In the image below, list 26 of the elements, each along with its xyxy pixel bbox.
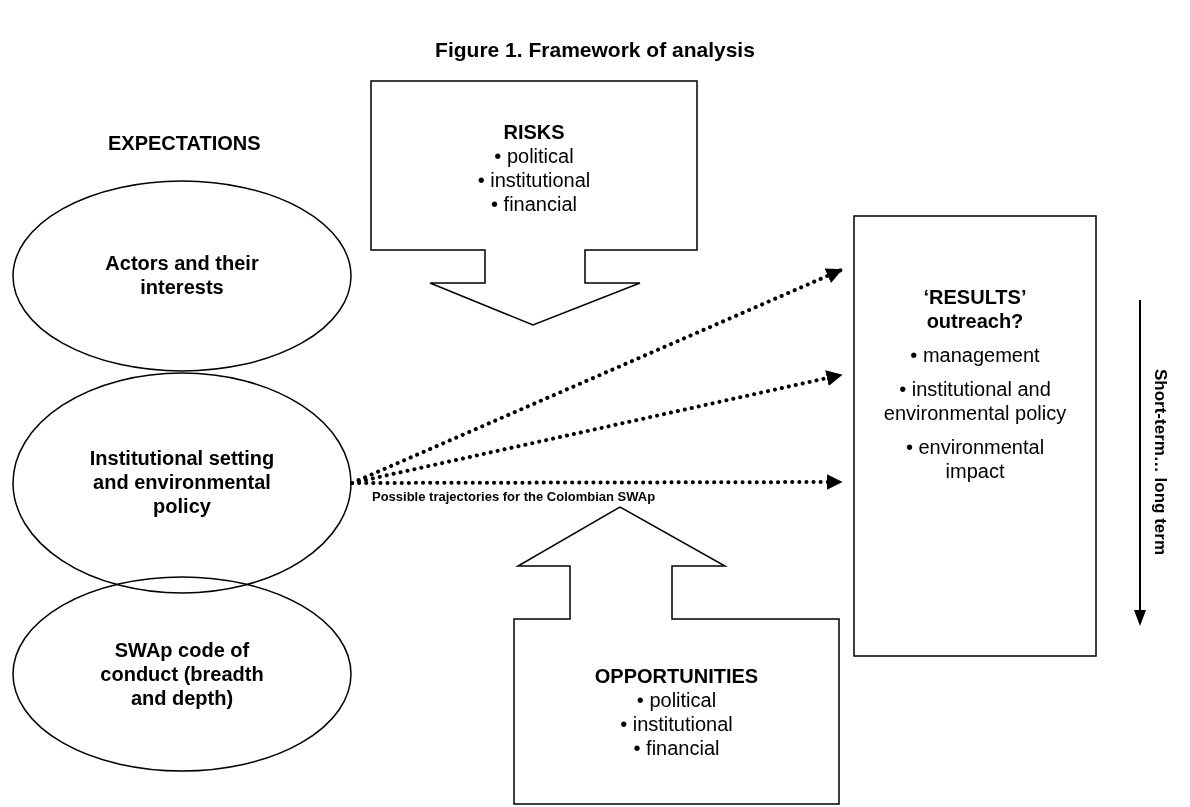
callout-box — [370, 80, 698, 326]
bullet-item: • political — [636, 687, 717, 712]
bullet-item: • institutional — [620, 711, 733, 736]
node-label: SWAp code of conduct (breadth and depth) — [99, 638, 265, 710]
ellipse-node — [12, 576, 352, 772]
callout-box — [513, 506, 840, 805]
bullet-item: • management — [910, 343, 1040, 367]
figure-title: Figure 1. Framework of analysis — [434, 38, 756, 62]
bullet-item: • institutional — [477, 167, 591, 192]
dotted-arrow — [350, 474, 843, 491]
node-label: Actors and their interests — [104, 251, 260, 299]
ellipse-node — [12, 372, 352, 594]
bullet-item: • environmental impact — [904, 435, 1046, 483]
time-axis-label: Short-term… long term — [1150, 368, 1170, 556]
column-heading: EXPECTATIONS — [108, 132, 261, 155]
bullet-item: • institutional and environmental policy — [882, 377, 1068, 425]
results-box — [853, 215, 1097, 657]
trajectory-caption: Possible trajectories for the Colombian SWAp — [372, 489, 656, 504]
box-heading: RISKS — [503, 119, 565, 144]
box-heading: ‘RESULTS’ outreach? — [922, 285, 1028, 333]
box-heading: OPPORTUNITIES — [594, 663, 759, 688]
node-label: Institutional setting and environmental policy — [88, 446, 276, 518]
bullet-item: • financial — [633, 735, 720, 760]
bullet-item: • financial — [491, 191, 577, 216]
bullet-item: • political — [494, 143, 574, 168]
ellipse-node — [12, 180, 352, 372]
